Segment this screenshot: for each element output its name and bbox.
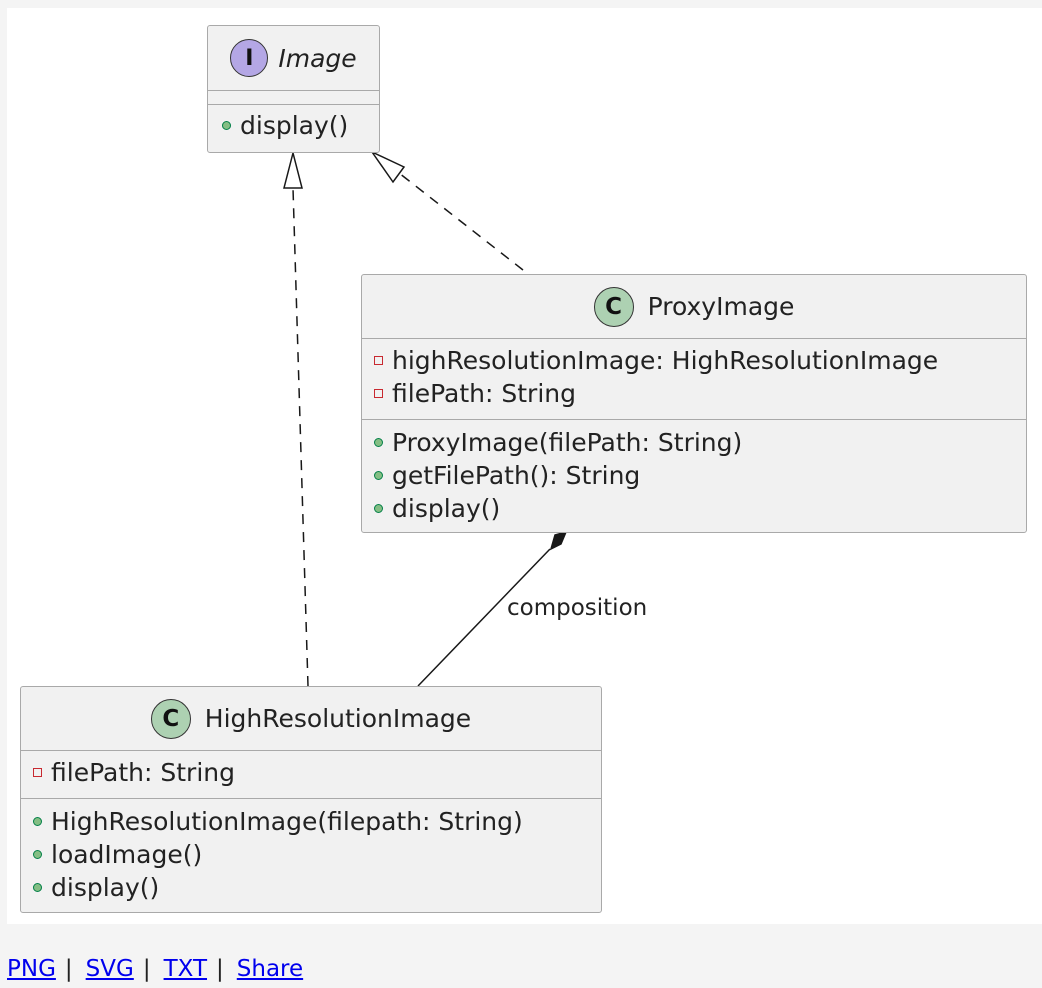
class-header-proxy-image: C ProxyImage bbox=[362, 275, 1026, 339]
interface-stereotype-icon: I bbox=[230, 39, 269, 77]
member-row: display() bbox=[33, 871, 601, 904]
member-text: filePath: String bbox=[392, 379, 576, 408]
public-visibility-icon bbox=[33, 883, 42, 892]
member-text: ProxyImage(filePath: String) bbox=[392, 428, 743, 457]
member-row: display() bbox=[222, 109, 379, 142]
member-text: loadImage() bbox=[51, 840, 203, 869]
member-row: highResolutionImage: HighResolutionImage bbox=[374, 344, 1026, 377]
public-visibility-icon bbox=[222, 121, 231, 130]
link-separator: | bbox=[64, 956, 73, 982]
member-row: filePath: String bbox=[33, 756, 601, 789]
share-link[interactable]: Share bbox=[236, 956, 304, 982]
link-separator: | bbox=[142, 956, 151, 982]
public-visibility-icon bbox=[374, 471, 383, 480]
relations-layer bbox=[283, 150, 568, 687]
class-header-high-resolution-image: C HighResolutionImage bbox=[21, 687, 601, 751]
class-header-image: I Image bbox=[208, 26, 379, 91]
composition-label: composition bbox=[507, 595, 648, 621]
realization-arrowhead-proxy bbox=[369, 150, 406, 184]
class-stereotype-icon: C bbox=[593, 286, 634, 327]
png-link[interactable]: PNG bbox=[7, 956, 56, 982]
public-visibility-icon bbox=[374, 438, 383, 447]
member-text: HighResolutionImage(filepath: String) bbox=[51, 807, 523, 836]
member-text: display() bbox=[392, 494, 501, 523]
realization-arrowhead-highres bbox=[283, 152, 303, 189]
class-name-image: Image bbox=[278, 43, 357, 73]
member-row: getFilePath(): String bbox=[374, 459, 1026, 492]
member-row: display() bbox=[374, 492, 1026, 525]
composition-edge bbox=[417, 548, 551, 687]
methods-section-high-resolution-image: HighResolutionImage(filepath: String) lo… bbox=[21, 799, 601, 904]
methods-section-proxy-image: ProxyImage(filePath: String) getFilePath… bbox=[362, 420, 1026, 525]
txt-link[interactable]: TXT bbox=[163, 956, 208, 982]
class-box-high-resolution-image[interactable]: C HighResolutionImage filePath: String H… bbox=[20, 686, 602, 913]
class-name-high-resolution-image: HighResolutionImage bbox=[204, 704, 472, 733]
link-separator: | bbox=[216, 956, 224, 982]
member-row: HighResolutionImage(filepath: String) bbox=[33, 805, 601, 838]
member-text: highResolutionImage: HighResolutionImage bbox=[392, 346, 939, 375]
attributes-section-image bbox=[208, 91, 379, 105]
private-visibility-icon bbox=[33, 768, 42, 777]
methods-section-image: display() bbox=[208, 105, 379, 142]
realization-edge-proxy-to-image bbox=[398, 172, 524, 271]
member-text: display() bbox=[240, 111, 349, 140]
member-text: display() bbox=[51, 873, 160, 902]
class-box-proxy-image[interactable]: C ProxyImage highResolutionImage: HighRe… bbox=[361, 274, 1027, 533]
class-stereotype-icon: C bbox=[150, 698, 191, 739]
export-links-bar: PNG | SVG | TXT | Share bbox=[7, 956, 303, 982]
member-row: ProxyImage(filePath: String) bbox=[374, 426, 1026, 459]
public-visibility-icon bbox=[374, 504, 383, 513]
svg-link[interactable]: SVG bbox=[85, 956, 134, 982]
member-row: filePath: String bbox=[374, 377, 1026, 410]
private-visibility-icon bbox=[374, 389, 383, 398]
attributes-section-proxy-image: highResolutionImage: HighResolutionImage… bbox=[362, 339, 1026, 420]
public-visibility-icon bbox=[33, 817, 42, 826]
attributes-section-high-resolution-image: filePath: String bbox=[21, 751, 601, 799]
class-name-proxy-image: ProxyImage bbox=[647, 292, 795, 321]
realization-edge-highres-to-image bbox=[292, 187, 309, 687]
private-visibility-icon bbox=[374, 356, 383, 365]
class-box-image[interactable]: I Image display() bbox=[207, 25, 380, 153]
member-row: loadImage() bbox=[33, 838, 601, 871]
public-visibility-icon bbox=[33, 850, 42, 859]
member-text: getFilePath(): String bbox=[392, 461, 641, 490]
member-text: filePath: String bbox=[51, 758, 235, 787]
composition-diamond bbox=[549, 530, 568, 551]
